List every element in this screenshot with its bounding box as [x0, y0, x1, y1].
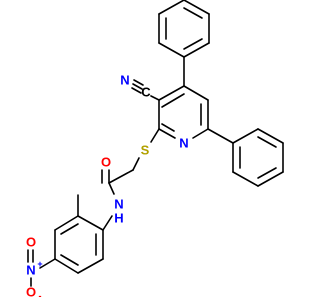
thioacetamide-linker: [101, 128, 160, 231]
cyano-nitrogen-label: N: [120, 73, 129, 88]
nitro-nitrogen-charge: +: [37, 259, 42, 269]
carbonyl-oxygen-label: O: [101, 155, 111, 170]
nitro-oxygen-charge: -: [39, 291, 42, 300]
amide-nitrogen-label: N: [114, 197, 123, 212]
nitro-oxygen-top-label: O: [26, 235, 36, 250]
phenyl-ring-top: [158, 0, 210, 87]
nitro-group: [27, 249, 56, 287]
phenyl-ring-right: [207, 128, 284, 187]
sulfur-label: S: [141, 143, 150, 158]
molecule-structure-diagram: C N N S O N H N + O O -: [26, 0, 284, 300]
amide-hydrogen-label: H: [114, 211, 123, 226]
nitrotolyl-ring: [54, 194, 104, 274]
pyridine-nitrogen-label: N: [179, 136, 188, 151]
nitro-oxygen-bottom-label: O: [26, 285, 36, 300]
cyano-group: [131, 79, 160, 101]
nitro-nitrogen-label: N: [26, 263, 35, 278]
pyridine-ring: [158, 85, 209, 139]
cyano-carbon-label: C: [141, 85, 151, 100]
